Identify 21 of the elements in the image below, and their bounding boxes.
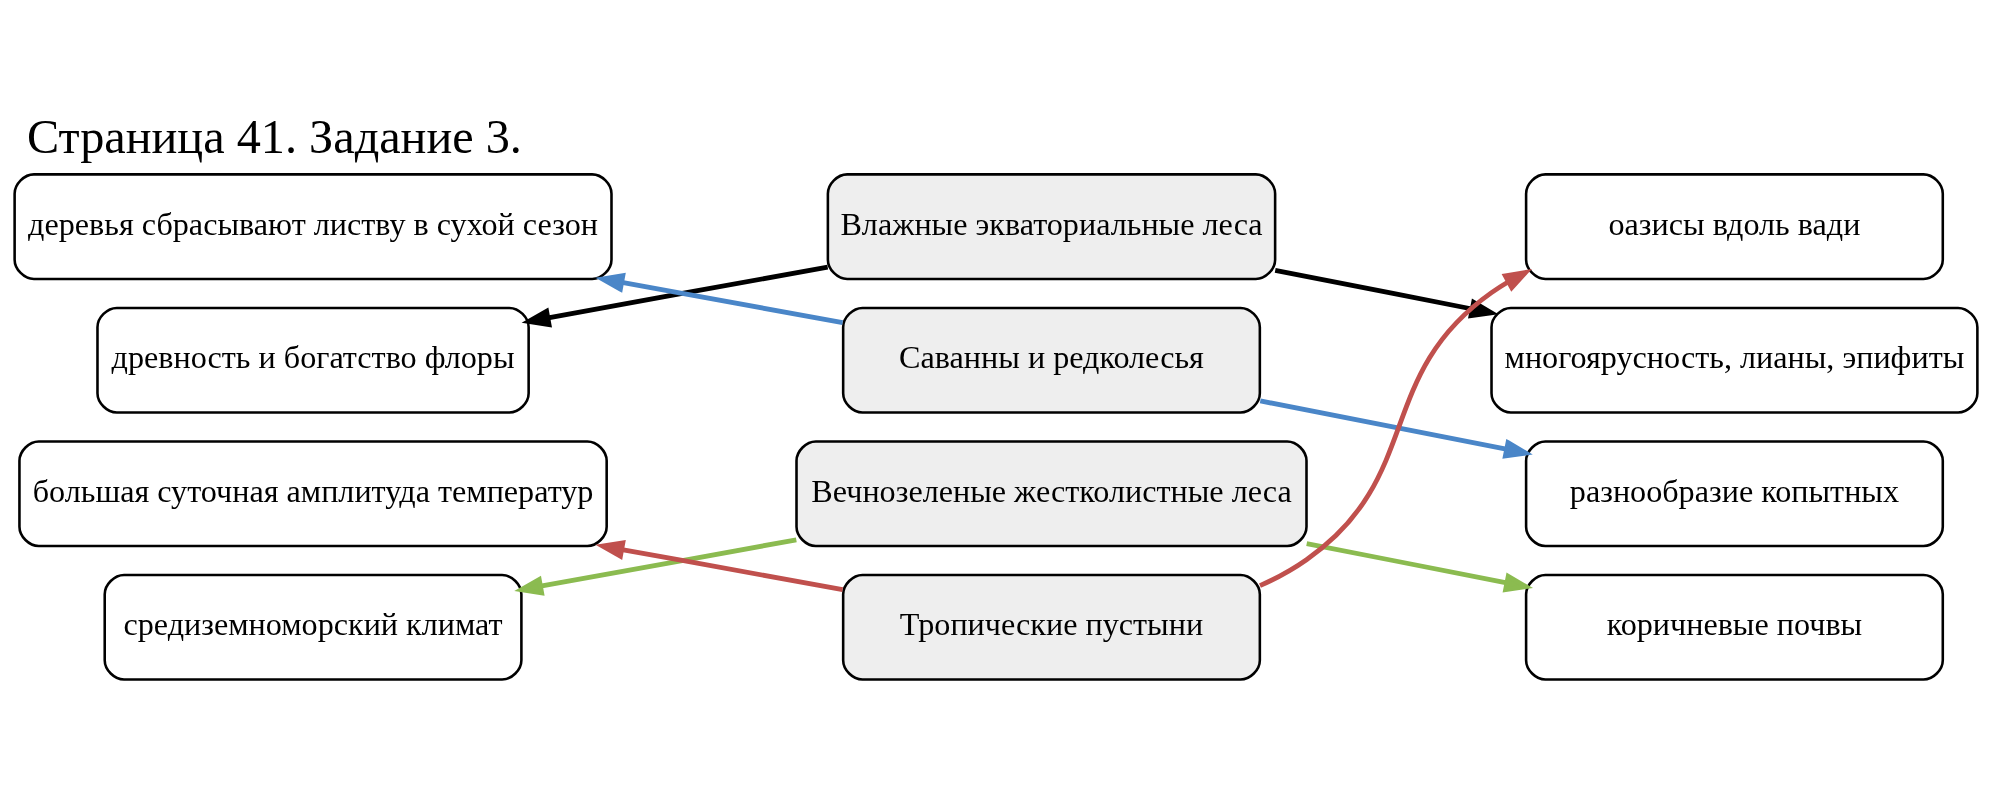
node-box: Саванны и редколесья <box>841 306 1262 414</box>
node-box: Тропические пустыни <box>841 573 1262 681</box>
arrow <box>514 536 797 596</box>
arrow <box>1258 268 1532 588</box>
arrow <box>1259 398 1533 459</box>
arrow <box>521 264 829 327</box>
arrow <box>1306 540 1534 592</box>
node-box: древность и богатство флоры <box>96 306 530 414</box>
node-box: Вечнозеленые жестколистные леса <box>795 439 1308 547</box>
diagram-title: Страница 41. Задание 3. <box>26 109 522 163</box>
node-box: деревья сбрасывают листву в сухой сезон <box>13 172 613 280</box>
node-box: большая суточная амплитуда температур <box>18 439 608 547</box>
arrow <box>595 272 844 325</box>
arrow <box>595 539 844 592</box>
node-box: многоярусность, лианы, эпифиты <box>1490 306 1979 414</box>
arrow <box>1274 267 1499 319</box>
node-box: Влажные экваториальные леса <box>826 172 1277 280</box>
node-box: оазисы вдоль вади <box>1524 172 1945 280</box>
node-box: средиземноморский климат <box>103 573 523 681</box>
node-box: разнообразие копытных <box>1524 439 1945 547</box>
node-box: коричневые почвы <box>1524 573 1945 681</box>
